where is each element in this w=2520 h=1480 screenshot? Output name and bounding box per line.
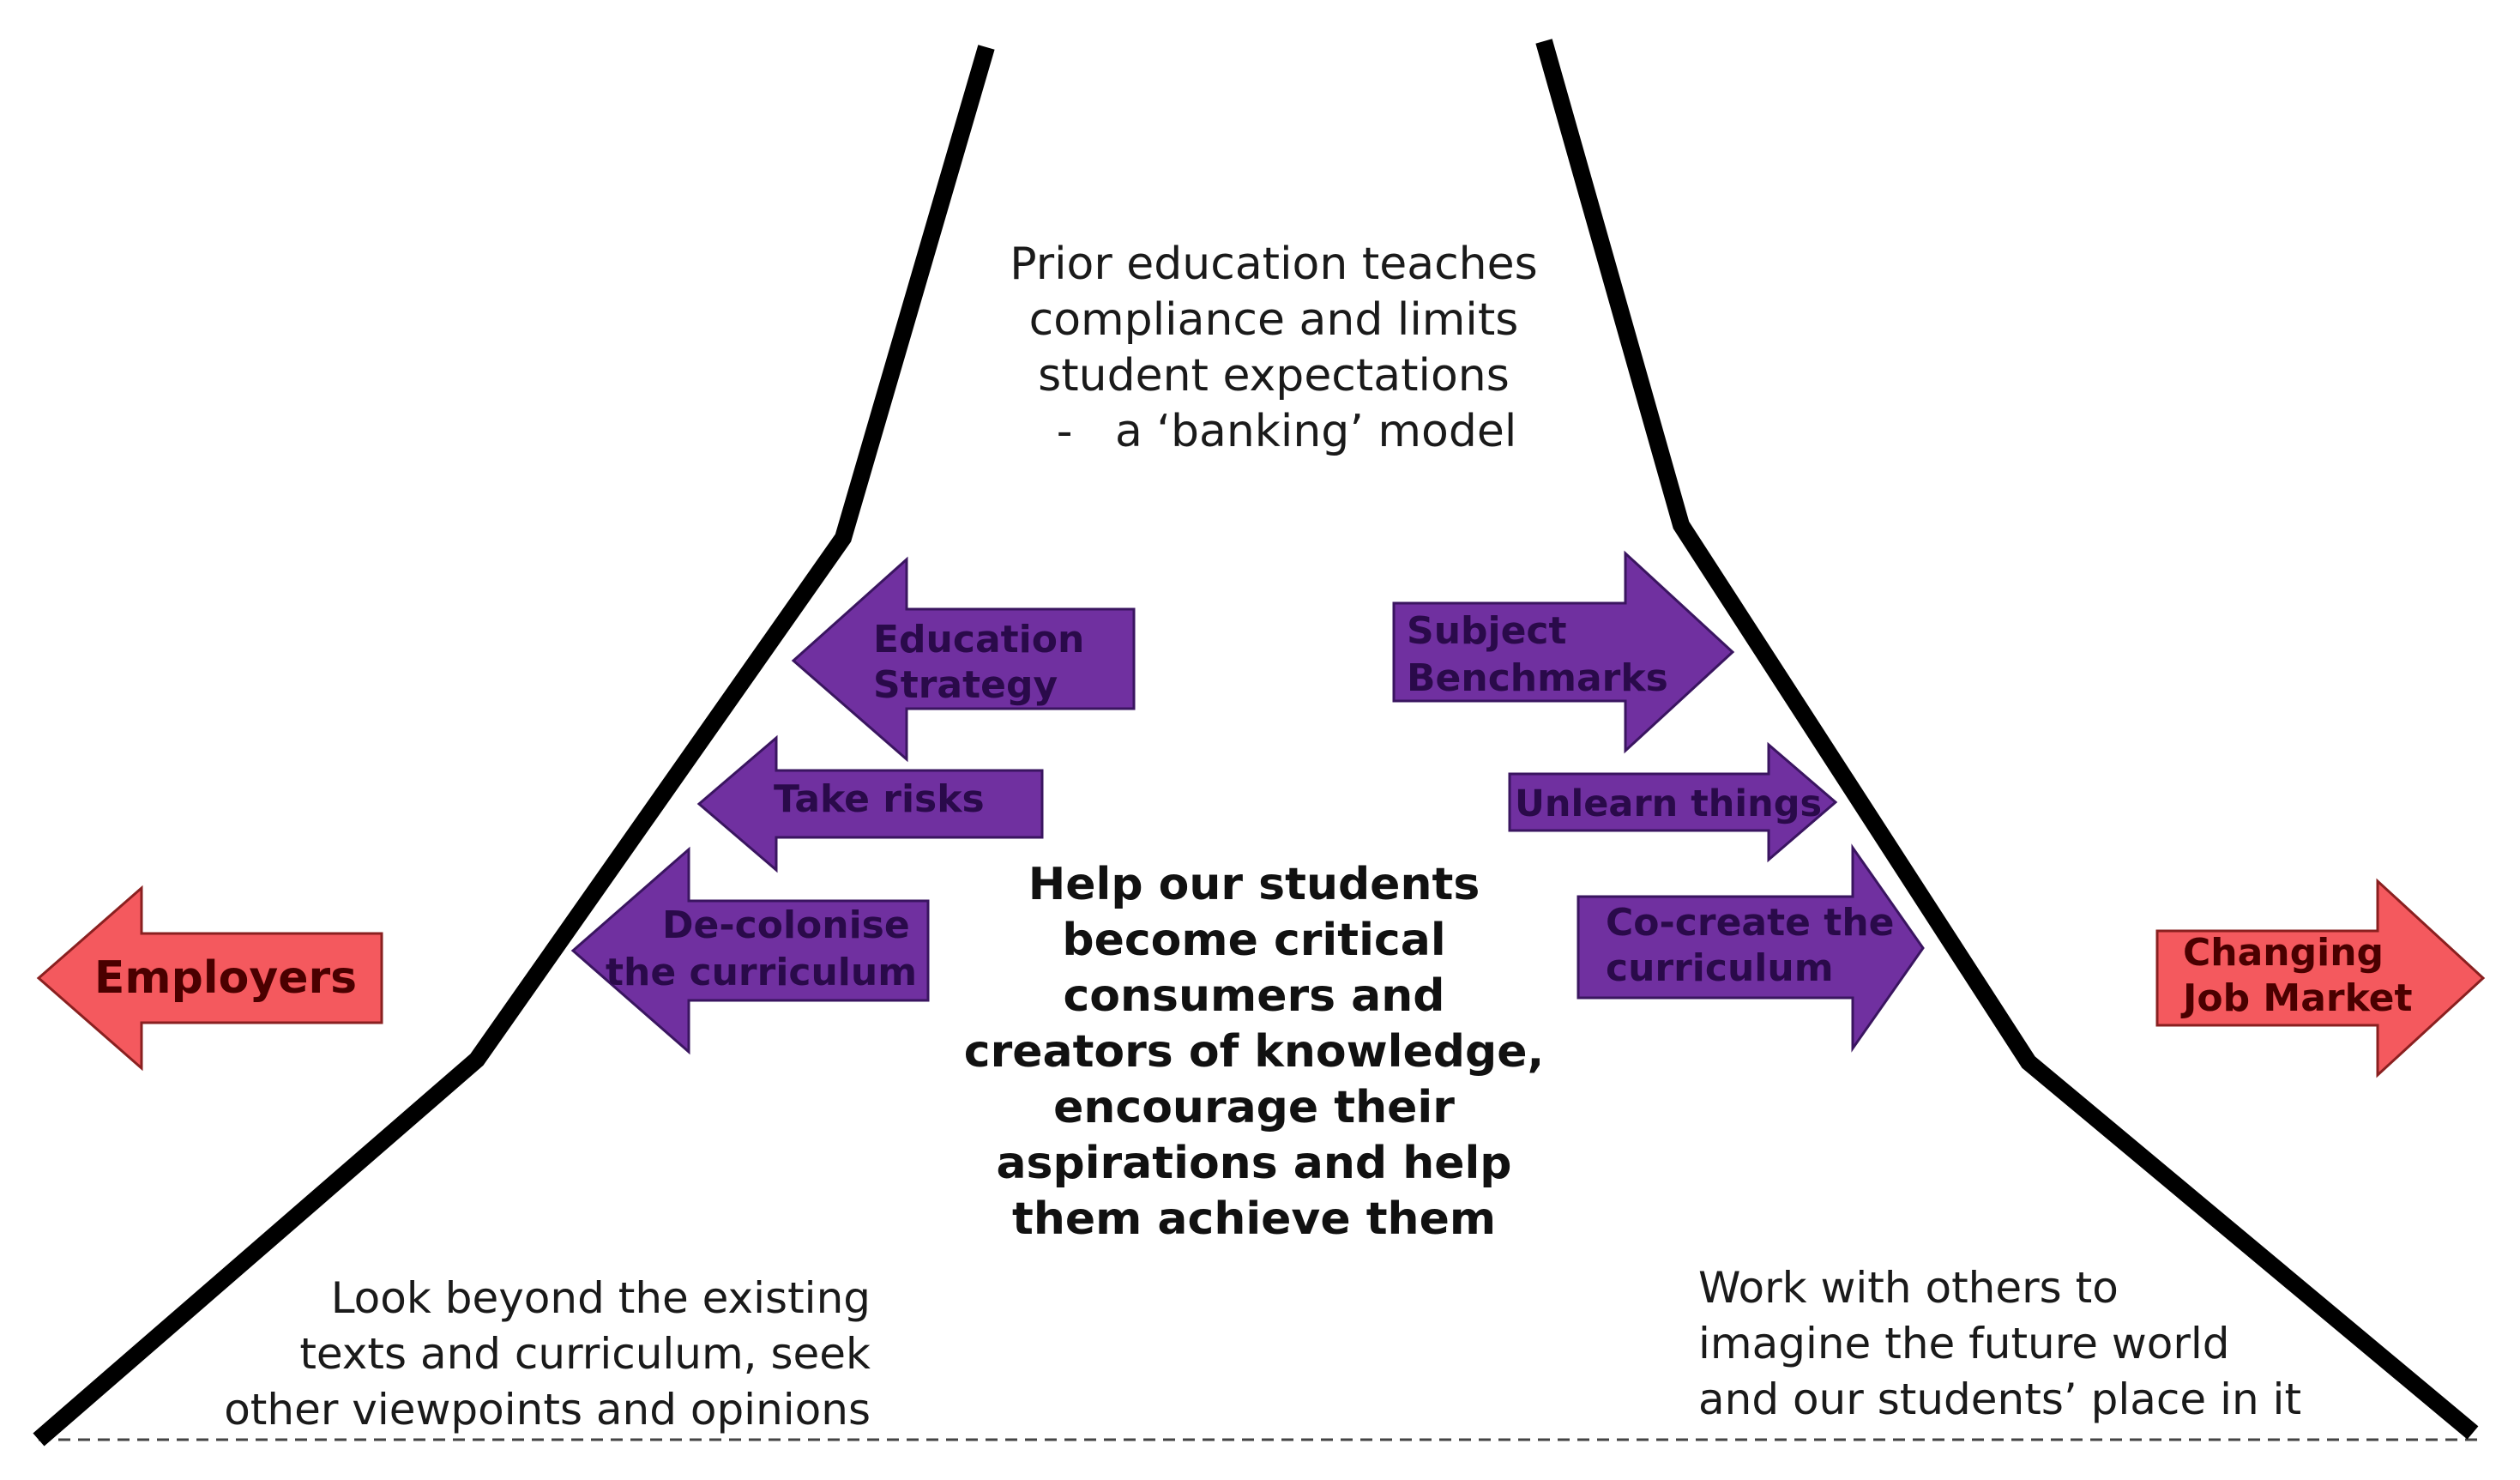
arrow-label: the curriculum: [606, 951, 917, 994]
center-text-line: become critical: [1062, 915, 1445, 966]
center-text-line: encourage their: [1053, 1082, 1455, 1133]
arrow-shape: [696, 734, 1044, 873]
top-text-line: - a ‘banking’ model: [1057, 406, 1517, 457]
bottom-right-text-line: imagine the future world: [1698, 1319, 2230, 1368]
arrow-unlearn-things: Unlearn things: [1508, 741, 1838, 863]
bottom-right-text-line: Work with others to: [1698, 1263, 2119, 1313]
arrow-changing-job-market: Changing Job Market: [2155, 878, 2486, 1078]
arrow-label: Strategy: [873, 663, 1058, 707]
center-text-line: aspirations and help: [996, 1138, 1511, 1189]
arrow-decolonise: De-colonise the curriculum: [570, 846, 930, 1055]
arrow-label: Education: [873, 618, 1084, 661]
arrow-shape: [570, 846, 930, 1055]
arrow-employers: Employers: [36, 885, 383, 1072]
arrow-label: Benchmarks: [1407, 656, 1668, 700]
arrow-shape: [1392, 550, 1735, 754]
bottom-left-text-line: Look beyond the existing: [331, 1273, 871, 1323]
arrow-label: Take risks: [774, 777, 985, 821]
arrow-shape: [1577, 843, 1925, 1053]
bottom-left-text-block: Look beyond the existing texts and curri…: [224, 1273, 871, 1435]
arrow-shape: [1508, 741, 1838, 863]
top-text-line: Prior education teaches: [1010, 239, 1537, 290]
arrow-shape: [2155, 878, 2486, 1078]
arrow-shape: [36, 885, 383, 1072]
arrow-label: Co-create the: [1606, 901, 1895, 945]
bottom-right-text-block: Work with others to imagine the future w…: [1698, 1263, 2301, 1424]
center-text-line: them achieve them: [1012, 1193, 1496, 1245]
funnel-left-wall: [33, 45, 995, 1447]
arrow-cocreate: Co-create the curriculum: [1577, 843, 1925, 1053]
arrow-take-risks: Take risks: [696, 734, 1044, 873]
arrow-label: curriculum: [1606, 946, 1834, 990]
arrow-label: Employers: [94, 952, 357, 1004]
top-text-line: student expectations: [1038, 350, 1510, 402]
funnel-right-wall: [1535, 39, 2479, 1440]
bottom-left-text-line: texts and curriculum, seek: [299, 1329, 871, 1379]
center-text-line: Help our students: [1028, 859, 1480, 910]
arrow-label: Subject: [1407, 609, 1567, 653]
arrow-label: Unlearn things: [1515, 782, 1822, 825]
center-text-line: consumers and: [1063, 970, 1444, 1022]
bottom-right-text-line: and our students’ place in it: [1698, 1374, 2301, 1424]
top-text-block: Prior education teaches compliance and l…: [1010, 239, 1537, 457]
arrow-label: Job Market: [2180, 976, 2413, 1020]
arrow-subject-benchmarks: Subject Benchmarks: [1392, 550, 1735, 754]
arrow-education-strategy: Education Strategy: [791, 556, 1136, 763]
arrow-label: Changing: [2183, 931, 2384, 975]
top-text-line: compliance and limits: [1029, 294, 1519, 346]
center-text-line: creators of knowledge,: [964, 1026, 1544, 1078]
bottom-left-text-line: other viewpoints and opinions: [224, 1385, 871, 1435]
arrow-label: De-colonise: [662, 903, 910, 947]
arrow-shape: [791, 556, 1136, 763]
center-text-block: Help our students become critical consum…: [964, 859, 1544, 1245]
